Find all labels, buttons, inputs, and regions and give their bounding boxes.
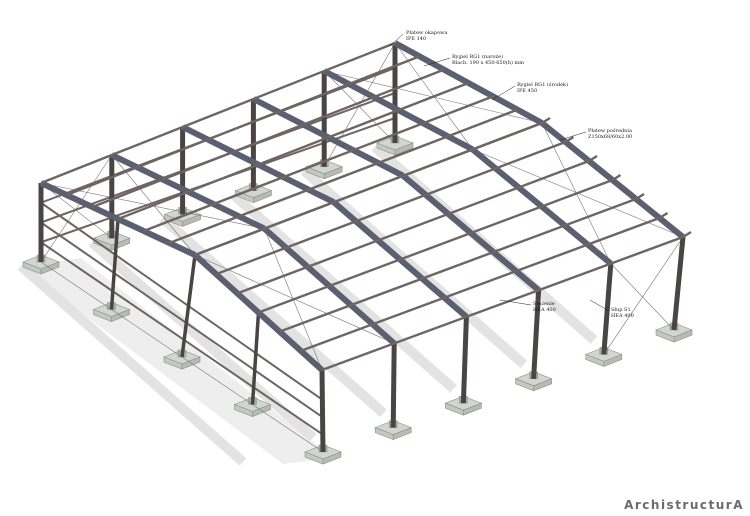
purlin-tip-5: [658, 211, 669, 220]
watermark-logo: ArchistructurA: [624, 498, 744, 512]
footing-left-4-side-right: [323, 166, 343, 180]
girt-gable-2: [40, 221, 324, 418]
leader-lines: [389, 33, 610, 312]
purlin-tip-0: [541, 116, 551, 125]
purlin-tip-1: [564, 135, 575, 144]
label-rafter-mid: Rygiel RG1 (środek) IPE 450: [517, 82, 569, 94]
purlin-tip-6: [682, 230, 692, 239]
purlin-right-3: [258, 178, 613, 314]
footing-left-2-side-right: [182, 213, 201, 227]
purlin-right-6: [321, 235, 684, 372]
shadow-strip: [88, 238, 317, 442]
leader-2: [491, 85, 516, 101]
leader-4: [499, 299, 532, 306]
label-bracing: Stężenie HEA 400: [533, 301, 556, 313]
gable-post-1: [109, 218, 120, 310]
leader-0: [389, 33, 404, 47]
purlin-left-1: [66, 55, 420, 197]
purlin-tip-4: [635, 192, 645, 201]
purlin-right-2: [236, 159, 590, 295]
footing-right-4-side-right: [603, 353, 623, 367]
label-column: Słup S1 HEA 400: [611, 307, 634, 319]
purlin-right-4: [279, 197, 637, 333]
label-rafter-haunch: Rygiel RG1 (naroże) Blach. 190 x 450-650…: [452, 54, 524, 66]
label-purlin-eaves: Płatew okapowa IPE 140: [406, 30, 448, 42]
label-purlin-mid: Płatew pośrednia Z150x68/60x2.00: [588, 128, 633, 140]
shadow-strip: [159, 214, 387, 417]
columns: [38, 43, 686, 453]
footing-left-3-side-right: [253, 190, 272, 204]
leader-1: [423, 57, 451, 67]
footing-left-5-side-right: [394, 142, 414, 156]
wall-brace-right-b: [603, 236, 684, 355]
column-right-1: [390, 343, 397, 428]
leader-5: [589, 299, 610, 312]
purlin-left-0: [40, 41, 396, 185]
column-right-2: [460, 316, 469, 404]
column-right-0: [319, 369, 326, 453]
purlin-left-2: [91, 68, 445, 209]
purlin-tip-2: [588, 154, 598, 163]
gable-post-3: [250, 312, 261, 405]
purlin-right-5: [300, 216, 660, 352]
footing-right-2-side-right: [463, 402, 482, 416]
column-right-5: [671, 236, 686, 331]
purlin-left-4: [143, 95, 494, 233]
girt-gable-3: [40, 201, 323, 401]
gable-post-2: [180, 254, 197, 358]
purlin-right-1: [215, 140, 566, 276]
purlins: [40, 41, 692, 372]
column-right-3: [531, 290, 542, 379]
column-right-4: [601, 263, 614, 355]
footing-right-1-side-right: [392, 427, 412, 441]
footing-right-5-side-right: [673, 329, 693, 343]
purlin-tip-3: [611, 173, 622, 182]
footing-right-3-side-right: [533, 378, 552, 392]
purlin-left-3: [117, 81, 469, 221]
purlin-left-6: [194, 121, 543, 257]
girt-gable-1: [40, 241, 324, 436]
footing-right-0-side-right: [322, 451, 342, 465]
leader-3: [559, 131, 587, 141]
shadow-strip: [17, 262, 247, 466]
purlin-left-5: [168, 108, 518, 245]
